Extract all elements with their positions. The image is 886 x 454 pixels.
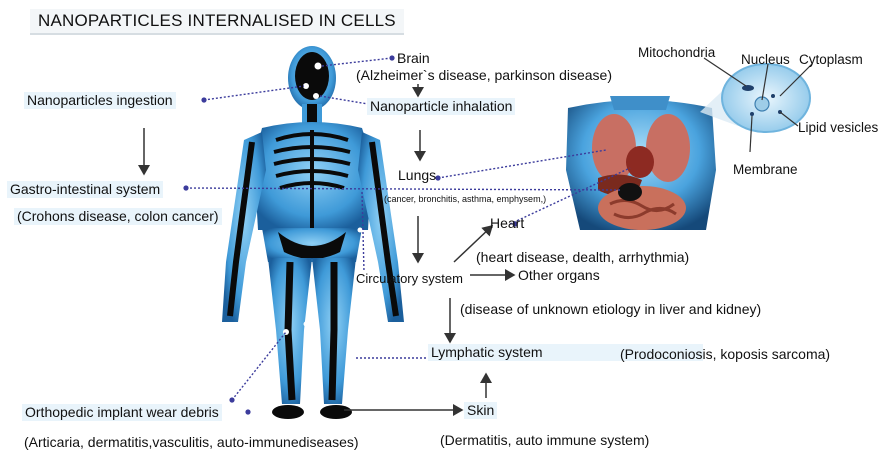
skin-label: Skin — [464, 402, 497, 419]
gi-diseases: (Crohons disease, colon cancer) — [14, 208, 222, 225]
cytoplasm-label: Cytoplasm — [799, 51, 863, 68]
orthopedic-label: Orthopedic implant wear debris — [22, 404, 222, 421]
inhalation-label: Nanoparticle inhalation — [367, 98, 515, 115]
mitochondria-label: Mitochondria — [638, 44, 715, 61]
skin-diseases: (Dermatitis, auto immune system) — [440, 432, 649, 449]
lipid-vesicles-label: Lipid vesicles — [798, 119, 878, 136]
lungs-label: Lungs — [398, 167, 436, 184]
lymphatic-diseases: (Prodoconiosis, koposis sarcoma) — [620, 346, 830, 363]
other-organs-label: Other organs — [518, 267, 600, 284]
membrane-label: Membrane — [733, 161, 798, 178]
brain-label: Brain — [397, 50, 430, 67]
orthopedic-diseases: (Articaria, dermatitis,vasculitis, auto-… — [24, 434, 359, 451]
brain-diseases: (Alzheimer`s disease, parkinson disease) — [356, 67, 612, 84]
circulatory-label: Circulatory system — [356, 270, 463, 287]
torso-organs-illustration — [566, 96, 716, 230]
organs-diseases: (disease of unknown etiology in liver an… — [460, 301, 761, 318]
ingestion-label: Nanoparticles ingestion — [24, 92, 176, 109]
gi-label: Gastro-intestinal system — [7, 181, 163, 198]
nucleus-label: Nucleus — [741, 51, 790, 68]
heart-label: Heart — [490, 215, 524, 232]
lungs-diseases: (cancer, bronchitis, asthma, emphysem,) — [384, 194, 546, 205]
heart-diseases: (heart disease, dealth, arrhythmia) — [476, 249, 689, 266]
cell-illustration — [700, 58, 812, 152]
